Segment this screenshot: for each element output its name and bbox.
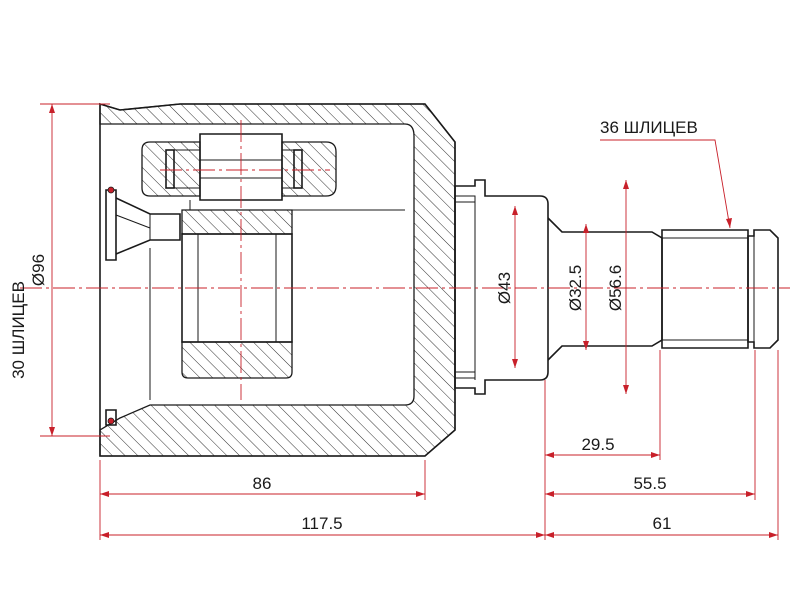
center-lines (20, 120, 790, 400)
dimension-lines (40, 103, 779, 540)
bore-diameter-label: Ø43 (495, 272, 514, 304)
shaft-diameter-small-label: Ø32.5 (566, 265, 585, 311)
shaft-diameter-large-label: Ø56.6 (606, 265, 625, 311)
shaft-length-2-label: 55.5 (633, 474, 666, 493)
shaft-length-1-label: 29.5 (581, 435, 614, 454)
housing-splines-label: 30 ШЛИЦЕВ (9, 281, 28, 379)
tripod-roller (141, 133, 405, 211)
housing-outline (99, 102, 456, 457)
dimension-labels: 30 ШЛИЦЕВ Ø96 Ø43 Ø32.5 Ø56.6 36 ШЛИЦЕВ … (9, 118, 698, 533)
housing (99, 102, 456, 457)
outer-diameter-label: Ø96 (29, 254, 48, 286)
output-shaft (454, 179, 779, 395)
shaft-splines-label: 36 ШЛИЦЕВ (600, 118, 698, 137)
length-total-housing-label: 117.5 (301, 514, 342, 533)
spider-body (149, 209, 293, 400)
shaft-length-total-label: 61 (653, 514, 672, 533)
seal (105, 186, 181, 426)
length-housing-label: 86 (253, 474, 272, 493)
